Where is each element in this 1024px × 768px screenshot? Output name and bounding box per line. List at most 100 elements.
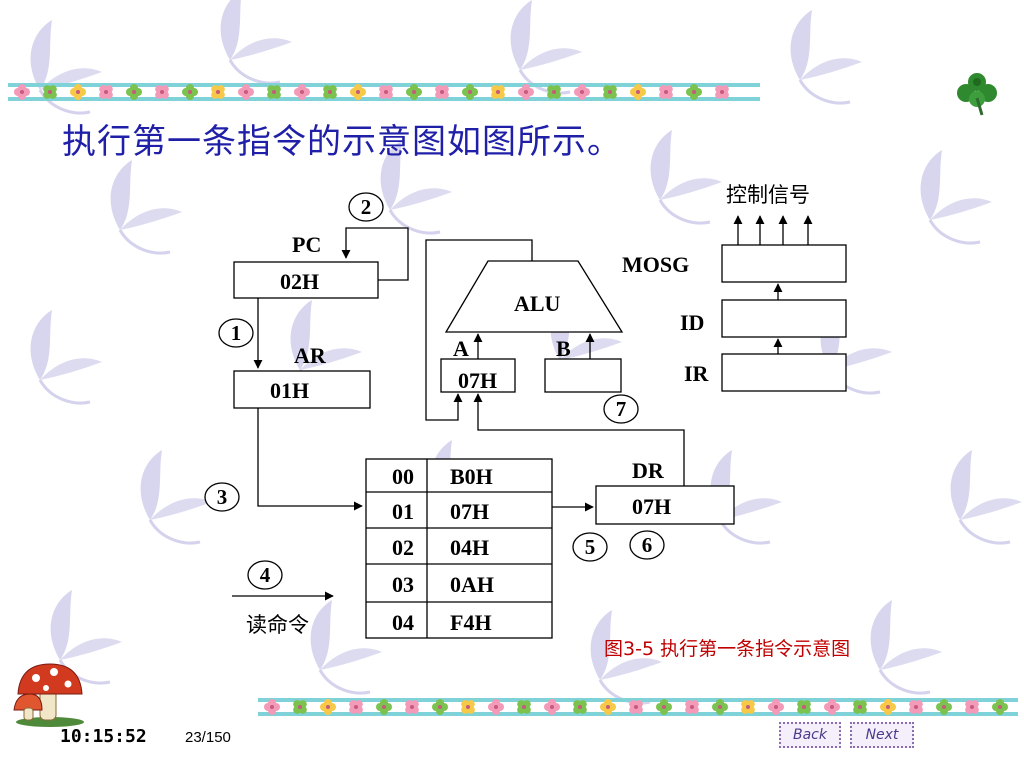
memory-data: 0AH xyxy=(450,572,494,597)
step-circle-1 xyxy=(218,318,254,348)
memory-data: 07H xyxy=(450,499,489,524)
bottom-flower-border xyxy=(258,698,1018,716)
step-circle-4 xyxy=(247,560,283,590)
border-flower xyxy=(406,84,422,100)
mosg-label: MOSG xyxy=(622,252,689,277)
ar-to-memory-arrow xyxy=(257,408,363,511)
border-flower xyxy=(238,84,254,100)
page-counter: 23/150 xyxy=(185,729,231,746)
step-number-1: 1 xyxy=(231,321,242,345)
border-flower xyxy=(686,84,702,100)
border-flower xyxy=(518,84,534,100)
memory-data: B0H xyxy=(450,464,493,489)
border-flower xyxy=(379,85,393,99)
memory-addr: 01 xyxy=(392,499,414,524)
border-flower xyxy=(853,700,867,714)
ar-value: 01H xyxy=(270,378,309,403)
border-flower xyxy=(880,699,896,715)
memory-addr: 04 xyxy=(392,610,414,635)
border-flower xyxy=(432,699,448,715)
ir-label: IR xyxy=(684,361,710,386)
pc-label: PC xyxy=(292,232,321,257)
alu-input-b-label: B xyxy=(556,336,571,361)
step-circle-7 xyxy=(603,394,639,424)
pc-value: 02H xyxy=(280,269,319,294)
border-flower xyxy=(14,84,30,100)
mosg-block xyxy=(721,244,847,283)
border-flower xyxy=(488,699,504,715)
step-number-6: 6 xyxy=(642,533,653,557)
border-flower xyxy=(574,84,590,100)
read-command-label: 读命令 xyxy=(246,613,309,637)
border-flower xyxy=(70,84,86,100)
step-circle-3 xyxy=(204,482,240,512)
border-flower xyxy=(43,85,57,99)
border-flower xyxy=(992,699,1008,715)
border-flower xyxy=(99,85,113,99)
pc-increment-loop xyxy=(341,227,409,281)
memory-table xyxy=(365,458,553,639)
border-flower xyxy=(517,700,531,714)
ar-register xyxy=(233,370,371,409)
border-flower xyxy=(685,700,699,714)
step-number-7: 7 xyxy=(616,397,627,421)
border-flower xyxy=(461,700,475,714)
back-button[interactable]: Back xyxy=(779,722,841,748)
step-number-4: 4 xyxy=(260,563,271,587)
border-flower xyxy=(491,85,505,99)
border-flower xyxy=(267,85,281,99)
memory-addr: 00 xyxy=(392,464,414,489)
memory-data: 04H xyxy=(450,535,489,560)
border-flower xyxy=(936,699,952,715)
border-flower xyxy=(965,700,979,714)
border-flower xyxy=(294,84,310,100)
a-register-value: 07H xyxy=(458,368,497,393)
dr-to-a-arrow xyxy=(473,393,685,486)
id-decoder xyxy=(721,299,847,338)
border-flower xyxy=(603,85,617,99)
alu-block xyxy=(444,260,624,333)
border-flower xyxy=(435,85,449,99)
id-label: ID xyxy=(680,310,704,335)
b-register xyxy=(544,358,622,393)
border-flower xyxy=(824,699,840,715)
border-flower xyxy=(349,700,363,714)
dr-label: DR xyxy=(632,458,665,483)
memory-data: F4H xyxy=(450,610,492,635)
border-flower xyxy=(350,84,366,100)
alu-label: ALU xyxy=(514,291,561,316)
control-signals-label: 控制信号 xyxy=(726,183,810,207)
dr-register xyxy=(595,485,735,525)
border-flower xyxy=(323,85,337,99)
border-flower xyxy=(264,699,280,715)
border-flower xyxy=(293,700,307,714)
border-flower xyxy=(712,699,728,715)
step-number-2: 2 xyxy=(361,195,372,219)
border-flower xyxy=(547,85,561,99)
border-flower xyxy=(600,699,616,715)
border-flower xyxy=(741,700,755,714)
alu-output-loop xyxy=(425,239,533,421)
border-flower xyxy=(715,85,729,99)
border-flower xyxy=(797,700,811,714)
ir-register xyxy=(721,353,847,392)
border-flower xyxy=(126,84,142,100)
step-number-5: 5 xyxy=(585,535,596,559)
figure-caption: 图3-5 执行第一条指令示意图 xyxy=(604,638,851,660)
memory-addr: 02 xyxy=(392,535,414,560)
border-flower xyxy=(573,700,587,714)
border-flower xyxy=(405,700,419,714)
border-flower xyxy=(320,699,336,715)
mushroom-icon xyxy=(13,663,84,727)
ar-label: AR xyxy=(294,343,327,368)
border-flower xyxy=(376,699,392,715)
border-flower xyxy=(155,85,169,99)
border-flower xyxy=(656,699,672,715)
border-flower xyxy=(659,85,673,99)
next-button[interactable]: Next xyxy=(850,722,914,748)
clover-icon xyxy=(957,73,997,116)
border-flower xyxy=(182,84,198,100)
dr-value: 07H xyxy=(632,494,671,519)
border-flower xyxy=(768,699,784,715)
